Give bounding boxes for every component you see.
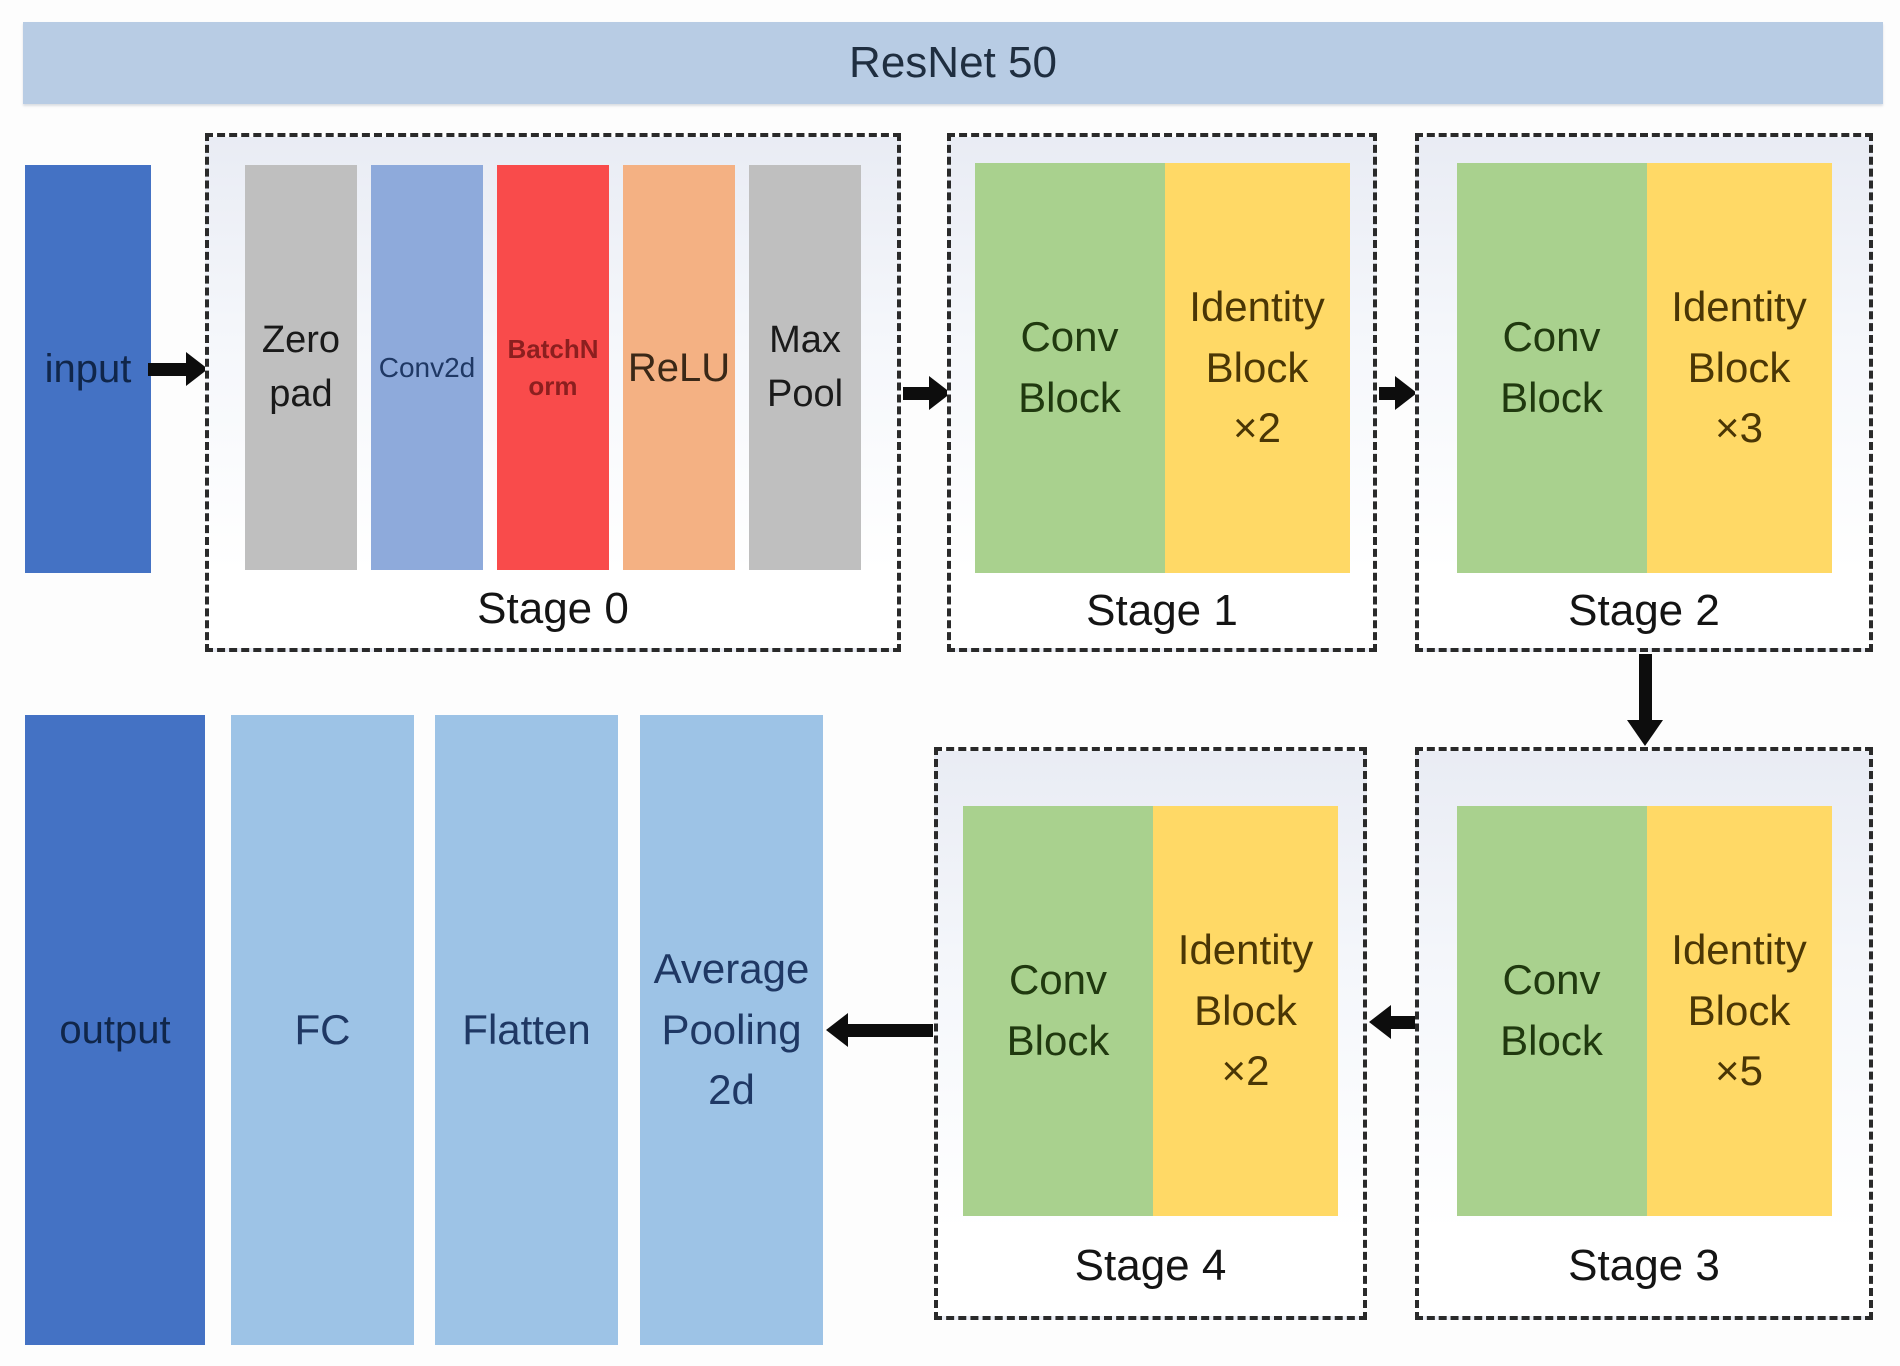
- stage0-label: Stage 0: [477, 584, 629, 633]
- arrow-head-left-icon: [826, 1013, 848, 1047]
- arrow-head-right-icon: [1395, 376, 1417, 410]
- stage4-conv-block: Conv Block: [963, 806, 1153, 1216]
- arrow-shaft: [1391, 1015, 1415, 1029]
- stage1-box: Conv Block Identity Block ×2 Stage 1: [947, 133, 1377, 652]
- arrow-stage3-to-stage4-icon: [1369, 1005, 1415, 1039]
- arrow-stage0-to-stage1-icon: [903, 376, 951, 410]
- stage3-conv-block: Conv Block: [1456, 806, 1647, 1216]
- fc-block: FC: [231, 715, 414, 1345]
- arrow-head-right-icon: [929, 376, 951, 410]
- arrow-shaft: [848, 1023, 933, 1037]
- layer-relu: ReLU: [623, 165, 735, 570]
- layer-conv2d: Conv2d: [371, 165, 483, 570]
- diagram-title: ResNet 50: [849, 38, 1057, 87]
- arrow-input-to-stage0-icon: [148, 352, 208, 386]
- layer-zero-pad: Zero pad: [245, 165, 357, 570]
- stage3-identity-block: Identity Block ×5: [1646, 806, 1832, 1216]
- avgpool-block: Average Pooling 2d: [640, 715, 823, 1345]
- stage0-layers: Zero pad Conv2d BatchN orm ReLU Max Pool: [209, 165, 897, 570]
- flatten-label: Flatten: [462, 1005, 591, 1053]
- stage0-box: Zero pad Conv2d BatchN orm ReLU Max Pool…: [205, 133, 901, 652]
- title-banner: ResNet 50: [23, 22, 1883, 104]
- stage2-conv-block: Conv Block: [1456, 163, 1647, 573]
- stage3-label: Stage 3: [1568, 1241, 1720, 1290]
- arrow-head-left-icon: [1369, 1005, 1391, 1039]
- stage1-conv-block: Conv Block: [974, 163, 1165, 573]
- stage1-blocks: Conv Block Identity Block ×2: [974, 163, 1350, 573]
- stage4-label: Stage 4: [1074, 1241, 1227, 1290]
- stage1-identity-block: Identity Block ×2: [1164, 163, 1350, 573]
- arrow-shaft: [1379, 386, 1395, 400]
- stage3-box: Conv Block Identity Block ×5 Stage 3: [1415, 747, 1873, 1320]
- arrow-head-down-icon: [1627, 720, 1663, 746]
- arrow-shaft: [903, 386, 929, 400]
- avgpool-label: Average Pooling 2d: [653, 944, 810, 1114]
- stage2-blocks: Conv Block Identity Block ×3: [1456, 163, 1832, 573]
- fc-label: FC: [294, 1005, 351, 1053]
- stage4-blocks: Conv Block Identity Block ×2: [963, 806, 1338, 1216]
- arrow-head-right-icon: [186, 352, 208, 386]
- layer-maxpool: Max Pool: [749, 165, 861, 570]
- input-label: input: [44, 347, 132, 391]
- arrow-stage4-to-avgpool-icon: [826, 1013, 933, 1047]
- arrow-stage1-to-stage2-icon: [1379, 376, 1417, 410]
- stage1-label: Stage 1: [1086, 585, 1238, 635]
- arrow-stage2-to-stage3-icon: [1627, 654, 1663, 746]
- output-block: output: [25, 715, 205, 1345]
- input-block: input: [25, 165, 151, 573]
- layer-batchnorm: BatchN orm: [497, 165, 609, 570]
- stage2-label: Stage 2: [1568, 585, 1720, 635]
- stage2-box: Conv Block Identity Block ×3 Stage 2: [1415, 133, 1873, 652]
- stage4-box: Conv Block Identity Block ×2 Stage 4: [934, 747, 1367, 1320]
- stage3-blocks: Conv Block Identity Block ×5: [1456, 806, 1832, 1216]
- stage4-identity-block: Identity Block ×2: [1153, 806, 1338, 1216]
- output-label: output: [59, 1008, 171, 1052]
- flatten-block: Flatten: [435, 715, 618, 1345]
- arrow-shaft: [148, 362, 186, 376]
- arrow-shaft: [1638, 654, 1652, 720]
- stage2-identity-block: Identity Block ×3: [1646, 163, 1832, 573]
